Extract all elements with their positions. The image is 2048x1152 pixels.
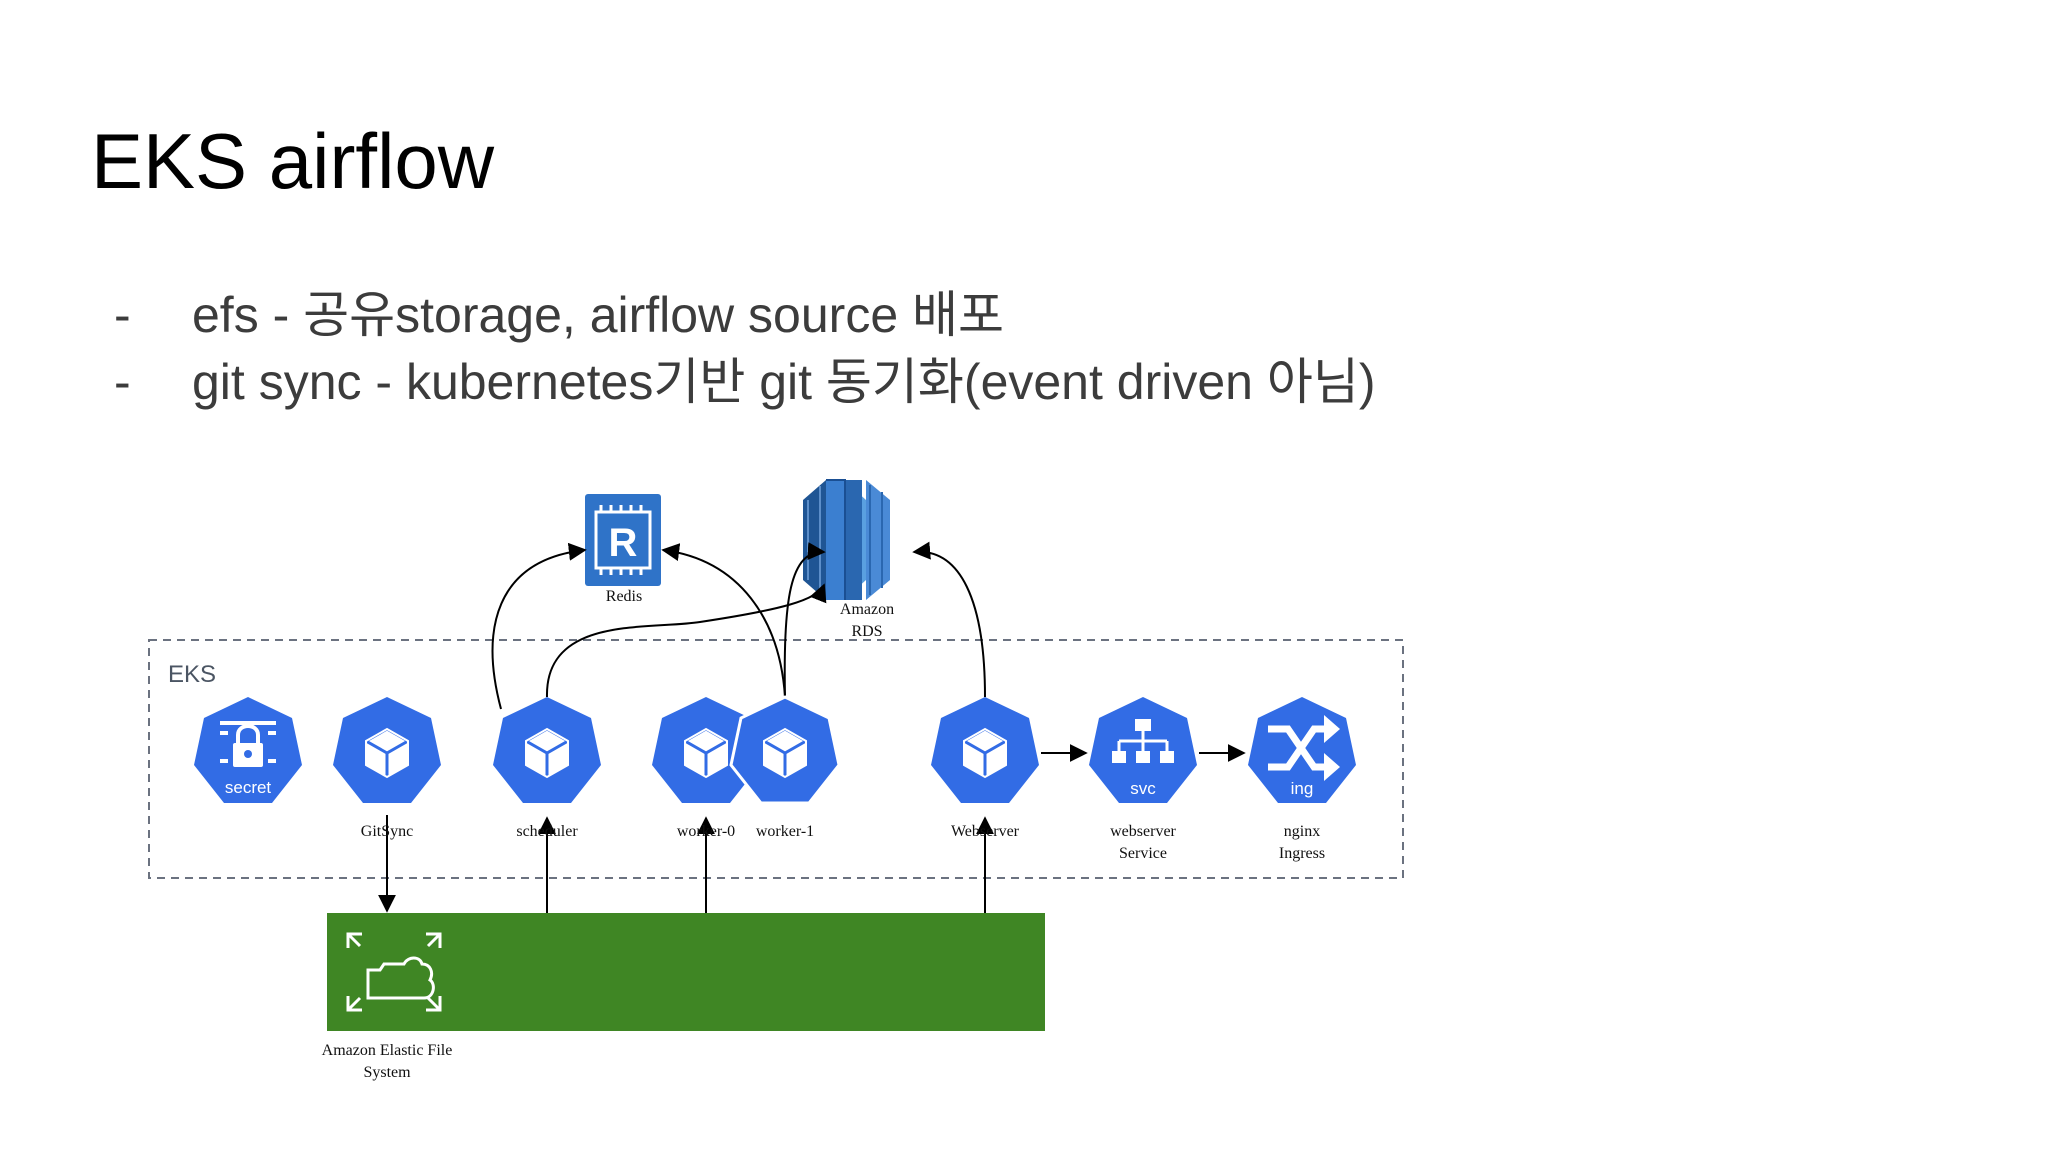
rds-label-line2: RDS	[851, 623, 882, 640]
rds-label-line1: Amazon	[840, 601, 894, 618]
redis-label: Redis	[606, 588, 642, 605]
gitsync-label: GitSync	[361, 823, 413, 840]
worker-1-label: worker-1	[756, 823, 814, 840]
eks-cluster-boundary	[148, 639, 1404, 879]
bullet-efs: - efs - 공유storage, airflow source 배포	[114, 290, 1004, 340]
crossing-arrows-icon	[1268, 715, 1340, 781]
network-tree-icon	[1112, 719, 1174, 763]
eks-cluster-label: EKS	[168, 661, 216, 688]
slide-title: EKS airflow	[91, 117, 495, 205]
worker-1-node[interactable]	[729, 695, 841, 805]
database-icon	[803, 479, 890, 600]
arrow-webserver-to-rds	[912, 541, 986, 698]
efs-volume-bar	[327, 913, 1045, 1031]
gitsync-node[interactable]	[333, 697, 441, 803]
svc-label-line1: webserver	[1110, 823, 1176, 840]
worker-0-node[interactable]	[652, 697, 760, 803]
svc-label-line2: Service	[1119, 845, 1167, 862]
arrow-scheduler-to-redis	[491, 542, 587, 710]
folder-cloud-icon	[346, 932, 442, 1012]
ing-node[interactable]: ing	[1248, 697, 1356, 803]
worker-0-label: worker-0	[677, 823, 735, 840]
redis-icon: R	[585, 494, 661, 586]
efs-label-line1: Amazon Elastic File	[322, 1042, 453, 1059]
arrow-scheduler-to-rds	[545, 583, 827, 698]
redis-glyph: R	[609, 521, 638, 565]
svc-node[interactable]: svc	[1089, 697, 1197, 803]
bullet-git-sync: - git sync - kubernetes기반 git 동기화(event d…	[114, 357, 1376, 407]
arrow-worker-to-rds	[783, 542, 826, 698]
bullet-text: git sync - kubernetes기반 git 동기화(event dr…	[192, 354, 1376, 410]
efs-label-line2: System	[363, 1064, 411, 1081]
ing-label-line2: Ingress	[1279, 845, 1325, 862]
ing-label-line1: nginx	[1284, 823, 1320, 840]
scheduler-node[interactable]	[493, 697, 601, 803]
ing-inner-label: ing	[1291, 779, 1314, 798]
arrow-worker-to-redis	[661, 543, 786, 698]
webserver-label: Webserver	[951, 823, 1020, 840]
bullet-dash: -	[114, 354, 131, 410]
secret-inner-label: secret	[225, 778, 272, 797]
secret-node[interactable]: secret	[194, 697, 302, 803]
bullet-dash: -	[114, 287, 131, 343]
webserver-node[interactable]	[931, 697, 1039, 803]
lock-icon	[220, 721, 276, 767]
scheduler-label: scheduler	[516, 823, 578, 840]
bullet-text: efs - 공유storage, airflow source 배포	[192, 287, 1005, 343]
svc-inner-label: svc	[1130, 779, 1156, 798]
